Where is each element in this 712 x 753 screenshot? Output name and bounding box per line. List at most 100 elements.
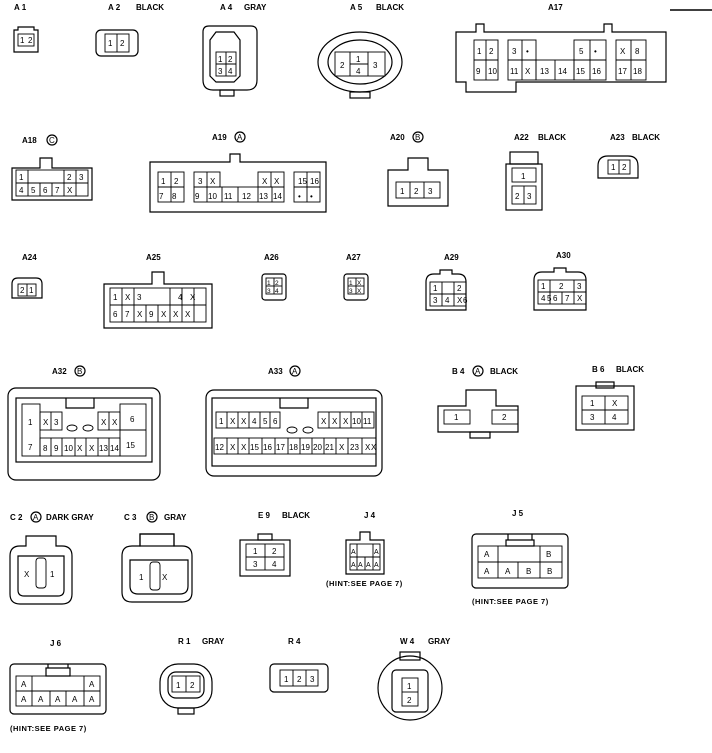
pin-label: X [125,293,131,302]
connector-a29: A29 1 2 3 4 X 6 [425,253,468,311]
connector-label: A22 [514,133,529,142]
pin-label: 4 [612,413,617,422]
connector-a24: A24 2 1 [11,253,43,299]
pin-label: 1 [253,547,258,556]
pin-label: X [357,288,362,295]
pin-label: X [77,444,83,453]
pin-label: A [55,695,61,704]
pin-label: 1 [218,55,223,64]
connector-label: C 3 [124,513,137,522]
pin-label: 9 [195,192,200,201]
pin-label: 1 [541,282,546,291]
pin-label: A [21,695,27,704]
pin-label: A [358,562,363,569]
pin-label: 2 [622,163,627,172]
pin-label: 13 [99,444,108,453]
pin-label: 2 [297,675,302,684]
pin-label: A [505,567,511,576]
badge-letter: A [33,513,39,522]
badge-letter: A [292,367,298,376]
pin-label: 8 [43,444,48,453]
pin-label: 16 [592,67,601,76]
connector-label: A20 [390,133,405,142]
pin-label: 11 [510,67,519,76]
pin-label: 1 [20,36,25,45]
pin-label: 3 [54,418,59,427]
pin-label: 4 [228,67,233,76]
pin-label: 2 [407,696,412,705]
pin-label: X [173,310,179,319]
pin-label: A [351,562,356,569]
connector-label: A24 [22,253,37,262]
pin-label: A [374,549,379,556]
connector-label: A25 [146,253,161,262]
pin-label: A [366,562,371,569]
connector-e9: E 9 BLACK 1 2 3 4 [239,511,310,577]
connector-r4: R 4 1 2 3 [269,637,329,693]
connector-a32: A32 B 1 X 3 X X 6 7 8 9 10 X X 13 14 [7,365,161,481]
pin-label: 6 [553,294,558,303]
pin-label: X [612,399,618,408]
pin-label: 3 [512,47,517,56]
badge-letter: B [415,133,420,142]
connector-label: A 5 [350,3,363,12]
pin-label: 17 [276,443,285,452]
pin-label: X [210,177,216,186]
pin-label: X [457,296,463,305]
pin-label: X [230,443,236,452]
connector-c3: C 3 B GRAY 1 X [121,511,193,603]
pin-label: 1 [433,284,438,293]
pin-label: 4 [275,288,279,295]
pin-label: X [339,443,345,452]
badge-letter: B [149,513,154,522]
pin-label: 7 [28,443,33,452]
pin-label: X [371,443,377,452]
pin-label: 2 [275,280,279,287]
pin-label: 18 [289,443,298,452]
pin-label: 5 [31,186,36,195]
pin-label: X [525,67,531,76]
pin-label: 2 [457,284,462,293]
connector-label: A19 [212,133,227,142]
pin-label: 4 [178,293,183,302]
pin-label: 1 [139,573,144,582]
connector-r1: R 1 GRAY 1 2 [159,637,225,715]
pin-label: A [72,695,78,704]
pin-label: 15 [298,177,307,186]
connector-label: A29 [444,253,459,262]
pin-label: 1 [161,177,166,186]
connector-a18: A18 C 1 2 3 4 5 6 7 X [11,134,93,201]
pin-label: X [162,573,168,582]
connector-a33: A33 A 1 X X 4 5 6 X X X 10 11 [205,365,383,477]
pin-label: 1 [611,163,616,172]
pin-label: 1 [349,280,353,287]
connector-label: A32 [52,367,67,376]
badge-letter: A [237,133,243,142]
pin-label: 2 [489,47,494,56]
pin-label: 3 [527,192,532,201]
pin-label: 11 [363,417,372,426]
pin-label: X [43,418,49,427]
connector-label: A18 [22,136,37,145]
connector-label: J 5 [512,509,524,518]
pin-label: X [190,293,196,302]
pin-label: 11 [224,192,233,201]
pin-label: • [526,47,529,56]
pin-label: B [546,550,551,559]
connector-label: A26 [264,253,279,262]
connector-a5: A 5 BLACK 1 2 3 4 [317,3,404,99]
pin-label: X [185,310,191,319]
pin-label: X [101,418,107,427]
connector-label: R 1 [178,637,191,646]
pin-label: 16 [310,177,319,186]
pin-label: 3 [267,288,271,295]
pin-label: 7 [125,310,130,319]
pin-label: 1 [284,675,289,684]
pin-label: 1 [176,681,181,690]
pin-label: X [357,280,362,287]
pin-label: 3 [310,675,315,684]
pin-label: 7 [55,186,60,195]
connector-a27: A27 1 X 3 X [343,253,369,301]
connector-label: A 4 [220,3,233,12]
pin-label: 10 [488,67,497,76]
